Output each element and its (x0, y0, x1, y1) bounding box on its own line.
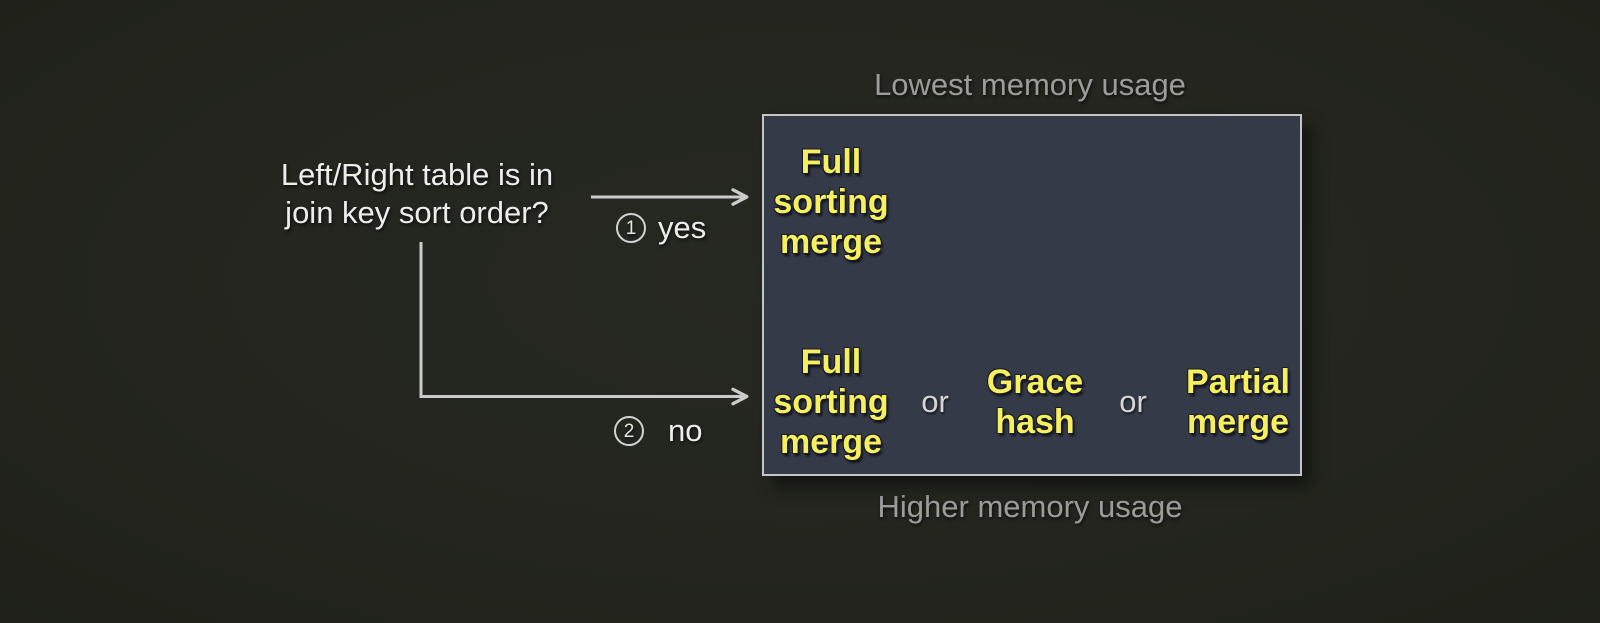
branch-label-yes: 1 yes (616, 210, 706, 246)
algo-line: merge (779, 223, 883, 261)
or-separator-2: or (1119, 384, 1147, 419)
algo-line: Full (800, 143, 862, 181)
algo-partial-merge: Partial merge (1186, 362, 1290, 442)
no-connector-arrow (419, 242, 749, 406)
algo-full-sorting-merge-sorted: Full sorting merge (773, 142, 888, 262)
branch-yes-text: yes (658, 210, 707, 245)
algo-grace-hash: Grace hash (987, 362, 1083, 442)
circled-number-2: 2 (614, 416, 644, 446)
decision-question: Left/Right table is in join key sort ord… (281, 156, 553, 232)
algo-line: Partial (1186, 363, 1290, 401)
algo-full-sorting-merge-unsorted: Full sorting merge (773, 342, 888, 462)
algo-line: Grace (986, 363, 1084, 401)
algo-line: sorting (773, 383, 889, 421)
algo-line: Full (800, 343, 862, 381)
branch-label-no: 2 no (614, 413, 702, 449)
higher-memory-label: Higher memory usage (877, 489, 1183, 524)
question-line-2: join key sort order? (285, 195, 549, 230)
or-separator-1: or (921, 384, 949, 419)
circled-number-1: 1 (616, 213, 646, 243)
join-algorithms-box: Full sorting merge Full sorting merge or… (762, 114, 1302, 476)
algo-line: merge (779, 423, 883, 461)
question-line-1: Left/Right table is in (280, 157, 554, 192)
algo-line: merge (1186, 403, 1290, 441)
algo-line: hash (995, 403, 1075, 441)
algo-line: sorting (773, 183, 889, 221)
branch-no-text: no (668, 413, 703, 448)
lowest-memory-label: Lowest memory usage (874, 67, 1186, 102)
